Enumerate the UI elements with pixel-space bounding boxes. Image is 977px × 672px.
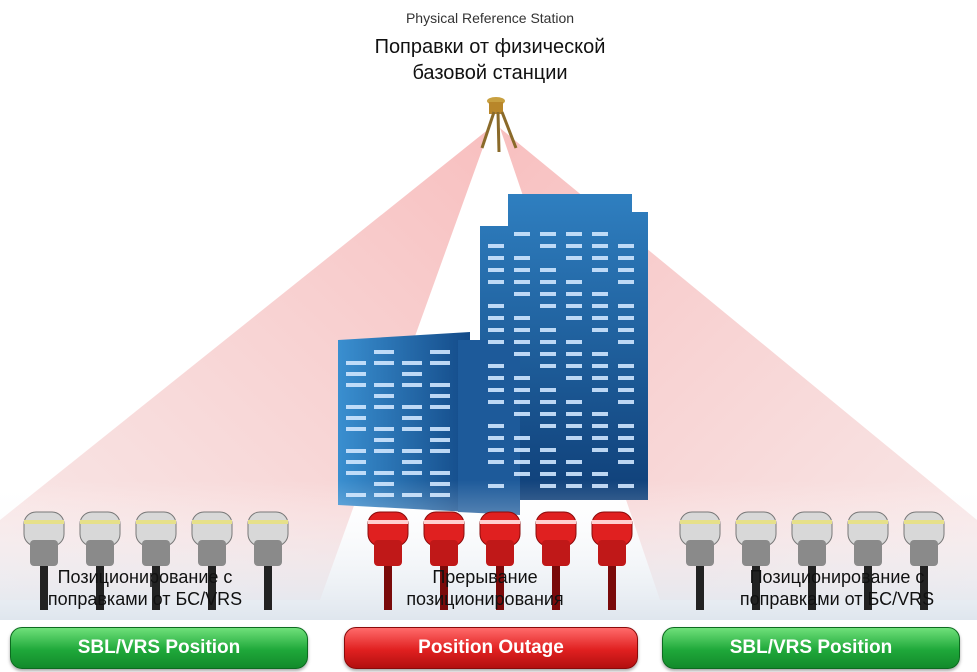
gnss-receiver-icon — [23, 511, 65, 610]
gnss-receiver-icon — [791, 511, 833, 610]
gnss-receiver-icon — [135, 511, 177, 610]
caption-middle: Прерывание позиционирования — [360, 566, 610, 610]
gnss-receiver-icon — [735, 511, 777, 610]
gnss-receiver-icon — [847, 511, 889, 610]
gnss-receiver-icon — [191, 511, 233, 610]
gnss-receiver-icon — [423, 511, 465, 610]
gnss-receiver-icon — [903, 511, 945, 610]
station-label-ru-line1: Поправки от физической — [374, 36, 606, 58]
caption-middle-line2: позиционирования — [406, 589, 564, 609]
gnss-receiver-icon — [479, 511, 521, 610]
status-pill-middle: Position Outage — [344, 627, 638, 669]
gnss-receiver-icon — [535, 511, 577, 610]
station-label-en: Physical Reference Station — [405, 10, 575, 26]
gnss-receiver-icon — [79, 511, 121, 610]
caption-right-line2: поправками от БС/VRS — [739, 589, 935, 609]
caption-left-line2: поправками от БС/VRS — [47, 589, 243, 609]
receivers-layer — [23, 511, 945, 610]
skyscraper-buildings-icon — [338, 194, 648, 515]
tripod-antenna-icon — [480, 97, 518, 153]
gnss-receiver-icon — [367, 511, 409, 610]
caption-left: Позиционирование с поправками от БС/VRS — [10, 566, 280, 610]
caption-left-line1: Позиционирование с — [57, 567, 233, 587]
status-pill-left: SBL/VRS Position — [10, 627, 308, 669]
caption-right-line1: Позиционирование с — [749, 567, 925, 587]
status-pill-right: SBL/VRS Position — [662, 627, 960, 669]
gnss-receiver-icon — [591, 511, 633, 610]
gnss-receiver-icon — [679, 511, 721, 610]
caption-middle-line1: Прерывание — [432, 567, 538, 587]
gnss-receiver-icon — [247, 511, 289, 610]
caption-right: Позиционирование с поправками от БС/VRS — [702, 566, 972, 610]
station-label-ru-line2: базовой станции — [412, 62, 568, 84]
